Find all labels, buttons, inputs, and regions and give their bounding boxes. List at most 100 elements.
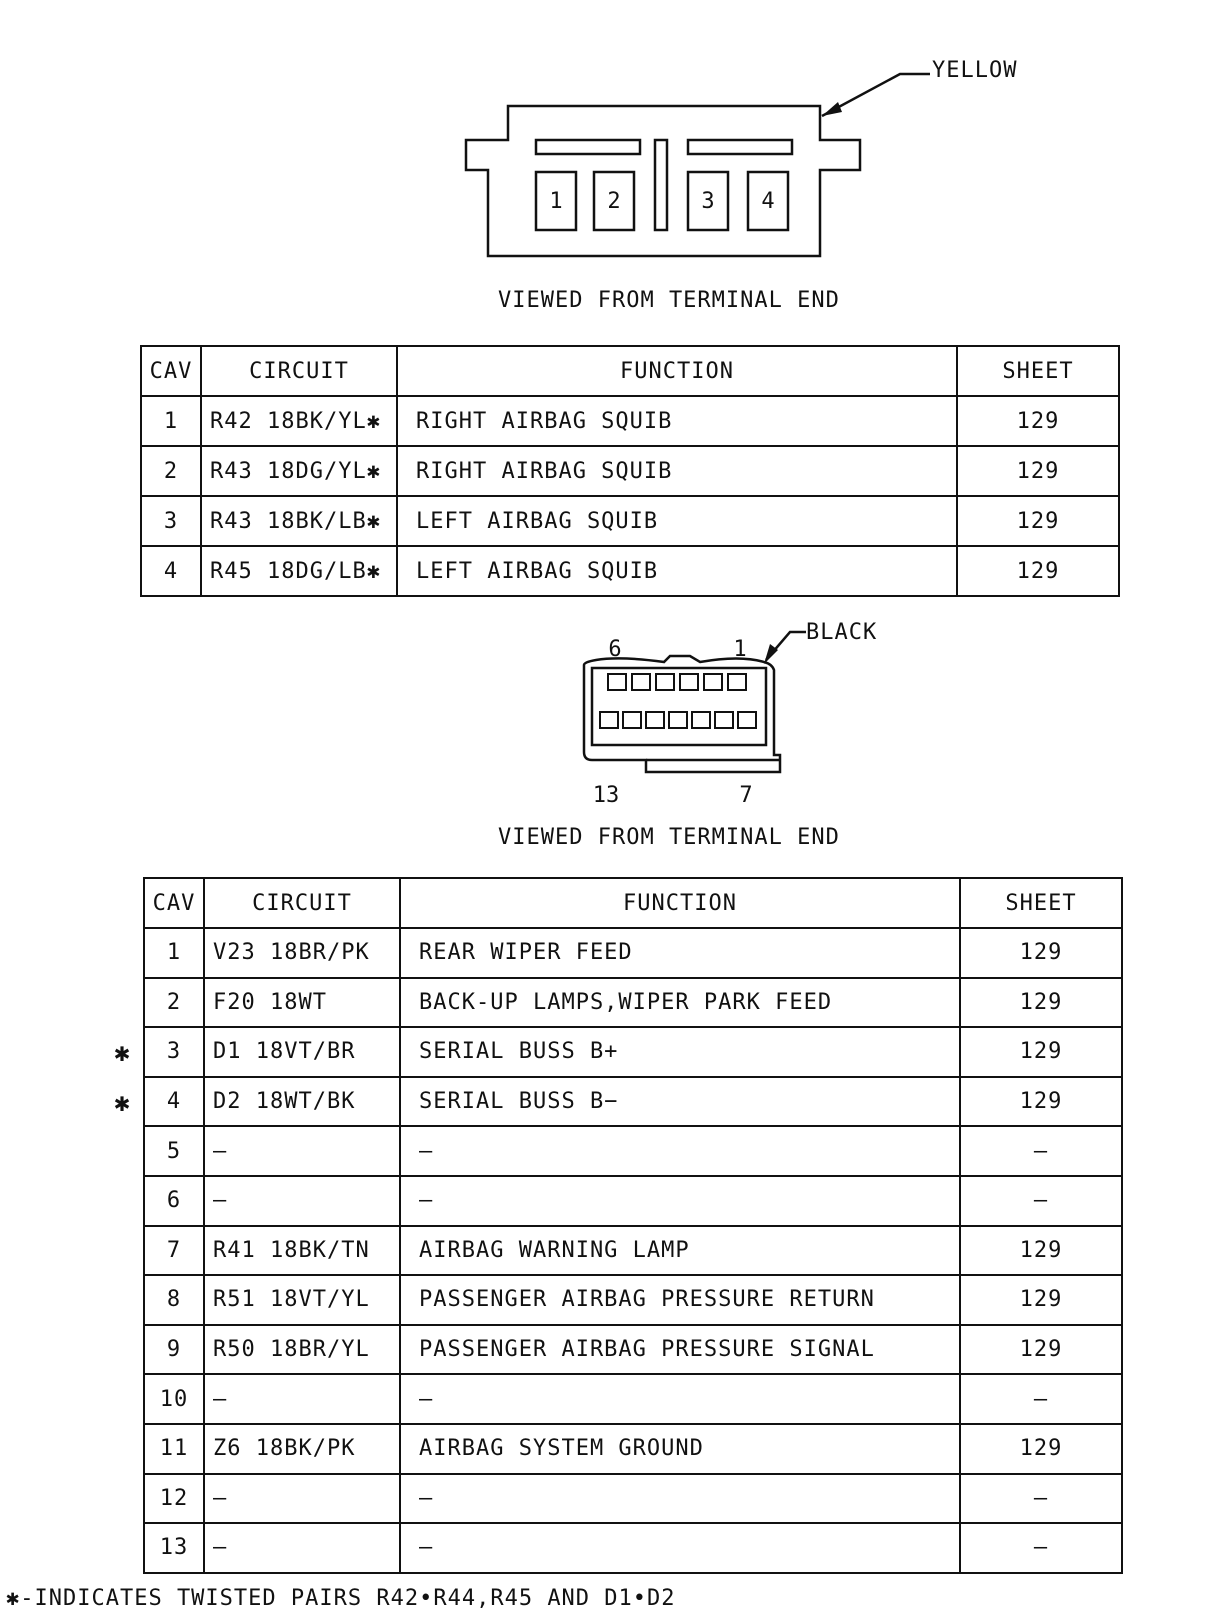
twisted-pair-mark: ✱ — [114, 1038, 130, 1068]
cavity-3 — [686, 170, 730, 232]
cell-circuit: — — [203, 1373, 401, 1425]
cell-circuit: — — [203, 1174, 401, 1227]
cavity-number: 2 — [607, 189, 620, 214]
header-cav: CAV — [140, 345, 202, 397]
cell-sheet: 129 — [956, 495, 1120, 547]
cavity-4 — [746, 170, 790, 232]
cell-cav: 3 — [143, 1026, 205, 1078]
cell-circuit: R43 18BK/LB✱ — [200, 495, 398, 547]
cell-cav: 2 — [140, 445, 202, 497]
cell-circuit: R41 18BK/TN — [203, 1224, 401, 1277]
pin-cavity — [599, 711, 619, 729]
pin-cavity — [645, 711, 665, 729]
pin-label-6: 6 — [608, 637, 621, 662]
cell-cav: 1 — [143, 927, 205, 979]
table-row: 1 R42 18BK/YL✱ RIGHT AIRBAG SQUIB 129 — [140, 395, 1120, 447]
cell-function: SERIAL BUSS B− — [399, 1075, 961, 1128]
table-row: 4 R45 18DG/LB✱ LEFT AIRBAG SQUIB 129 — [140, 545, 1120, 597]
table-row: 13——— — [143, 1522, 1123, 1574]
pin-cavity — [714, 711, 734, 729]
cell-circuit: — — [203, 1472, 401, 1525]
cell-sheet: — — [959, 1174, 1123, 1227]
cell-sheet: 129 — [959, 1323, 1123, 1376]
header-sheet: SHEET — [956, 345, 1120, 397]
table-row: 5——— — [143, 1125, 1123, 1177]
cell-function: SERIAL BUSS B+ — [399, 1026, 961, 1078]
cell-circuit: R51 18VT/YL — [203, 1274, 401, 1326]
table-header-row: CAV CIRCUIT FUNCTION SHEET — [140, 345, 1120, 397]
cell-sheet: — — [959, 1125, 1123, 1177]
leader-arrow-icon — [822, 102, 842, 116]
cell-function: REAR WIPER FEED — [399, 927, 961, 979]
cell-function: LEFT AIRBAG SQUIB — [396, 495, 958, 547]
connector-2-color-label: BLACK — [806, 620, 878, 645]
pin-label-13: 13 — [593, 783, 620, 808]
cell-cav: 10 — [143, 1373, 205, 1425]
header-circuit: CIRCUIT — [203, 877, 401, 929]
pin-cavity — [631, 673, 651, 691]
header-function: FUNCTION — [399, 877, 961, 929]
cell-sheet: 129 — [959, 976, 1123, 1029]
pin-cavity — [607, 673, 627, 691]
cell-function: — — [399, 1522, 961, 1574]
cavity-2 — [592, 170, 636, 232]
cell-cav: 6 — [143, 1174, 205, 1227]
cell-function: — — [399, 1373, 961, 1425]
cell-sheet: 129 — [956, 545, 1120, 597]
cell-circuit: R42 18BK/YL✱ — [200, 395, 398, 447]
cell-cav: 1 — [140, 395, 202, 447]
connector-1-housing — [464, 104, 862, 258]
cell-sheet: 129 — [959, 1224, 1123, 1277]
pin-cavity — [668, 711, 688, 729]
cell-circuit: F20 18WT — [203, 976, 401, 1029]
cell-circuit: R43 18DG/YL✱ — [200, 445, 398, 497]
twisted-pair-mark: ✱ — [114, 1088, 130, 1118]
header-cav: CAV — [143, 877, 205, 929]
cell-cav: 2 — [143, 976, 205, 1029]
cell-circuit: D1 18VT/BR — [203, 1026, 401, 1078]
cell-cav: 11 — [143, 1422, 205, 1475]
cavity-number: 1 — [549, 189, 562, 214]
pin-cavity — [727, 673, 747, 691]
table-row: 10——— — [143, 1373, 1123, 1425]
table-row: 12——— — [143, 1472, 1123, 1525]
cell-sheet: — — [959, 1522, 1123, 1574]
cavity-number: 3 — [701, 189, 714, 214]
cell-sheet: 129 — [959, 1422, 1123, 1475]
header-sheet: SHEET — [959, 877, 1123, 929]
pin-cavity — [622, 711, 642, 729]
pin-cavity — [691, 711, 711, 729]
cell-function: RIGHT AIRBAG SQUIB — [396, 445, 958, 497]
header-function: FUNCTION — [396, 345, 958, 397]
pin-label-1: 1 — [733, 637, 746, 662]
cell-circuit: V23 18BR/PK — [203, 927, 401, 979]
header-circuit: CIRCUIT — [200, 345, 398, 397]
connector-2-drawing: 6 1 13 7 — [582, 630, 806, 808]
cell-circuit: — — [203, 1125, 401, 1177]
cell-circuit: D2 18WT/BK — [203, 1075, 401, 1128]
connector-1-color-label: YELLOW — [932, 58, 1018, 83]
cavity-number: 4 — [761, 189, 774, 214]
table-header-row: CAV CIRCUIT FUNCTION SHEET — [143, 877, 1123, 929]
pin-cavity — [655, 673, 675, 691]
cell-function: RIGHT AIRBAG SQUIB — [396, 395, 958, 447]
cell-sheet: 129 — [956, 395, 1120, 447]
table-row: 6——— — [143, 1174, 1123, 1227]
cell-sheet: — — [959, 1472, 1123, 1525]
cell-function: AIRBAG SYSTEM GROUND — [399, 1422, 961, 1475]
cell-function: PASSENGER AIRBAG PRESSURE RETURN — [399, 1274, 961, 1326]
cell-function: — — [399, 1174, 961, 1227]
cell-function: — — [399, 1125, 961, 1177]
cavity-1 — [534, 170, 578, 232]
connector-1-drawing: 1 2 3 4 — [464, 72, 930, 258]
cell-sheet: 129 — [959, 1274, 1123, 1326]
cell-cav: 13 — [143, 1522, 205, 1574]
